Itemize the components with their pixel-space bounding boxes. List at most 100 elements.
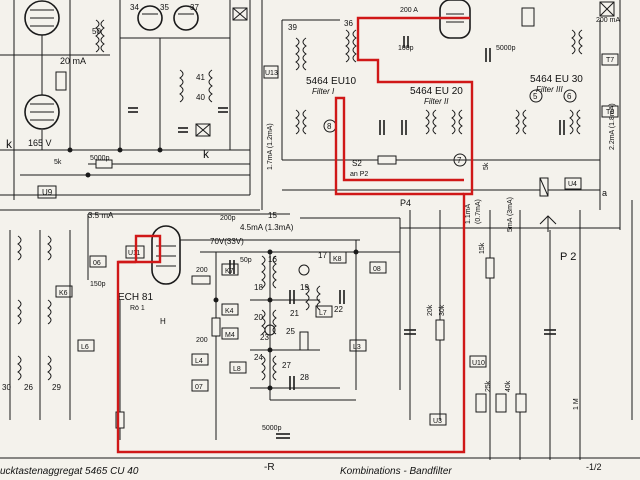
num-23: 23 <box>260 333 269 342</box>
cap-5000p-top: 5000p <box>90 155 110 162</box>
label-k7: K7 <box>225 268 234 275</box>
cap-50p: 50p <box>240 257 252 264</box>
label-07: 07 <box>195 384 203 391</box>
footer: ucktastenaggregat 5465 CU 40 Kombination… <box>0 457 640 477</box>
label-06: 06 <box>93 260 101 267</box>
label-l8: L8 <box>233 366 241 373</box>
res-20k: 20k <box>427 304 434 316</box>
pushbutton-section: K6 L6 26 29 30 150p <box>2 230 125 440</box>
label-07ma: (0.7mA) <box>475 199 482 224</box>
label-u13: U13 <box>265 70 278 77</box>
label-h: H <box>160 317 166 326</box>
label-ech81: ECH 81 <box>118 292 153 303</box>
label-minus-half: -1/2 <box>586 462 602 472</box>
label-l7: L7 <box>319 310 327 317</box>
label-u11: U11 <box>128 250 140 257</box>
num-24: 24 <box>254 353 263 362</box>
cap-5000p-right: 5000p <box>496 45 516 52</box>
label-200-a: 200 <box>196 267 208 274</box>
num-26: 26 <box>24 383 33 392</box>
res-5k-right: 5k <box>483 162 490 170</box>
label-k8: K8 <box>333 256 342 263</box>
num-5: 5 <box>533 92 538 101</box>
label-r: -R <box>264 462 275 473</box>
filter2-name: Filter II <box>424 97 449 106</box>
num-36: 36 <box>344 19 353 28</box>
num-40: 40 <box>196 93 205 102</box>
label-45ma: 4.5mA (1.3mA) <box>240 223 294 232</box>
num-30: 30 <box>2 383 11 392</box>
top-left-section: 50 34 35 37 41 40 20 mA 165 V k k 5000p … <box>0 0 251 200</box>
label-s2: S2 <box>352 159 362 168</box>
num-15: 15 <box>268 211 277 220</box>
tube-ech81 <box>151 225 181 285</box>
num-25: 25 <box>286 327 295 336</box>
num-39: 39 <box>288 23 297 32</box>
label-l3: L3 <box>353 344 361 351</box>
res-1m: 1 M <box>573 398 580 410</box>
res-25k: 25k <box>485 380 492 392</box>
footer-left-label: ucktastenaggregat 5465 CU 40 <box>0 466 139 477</box>
label-m4: M4 <box>225 332 235 339</box>
label-t7: T7 <box>606 57 614 64</box>
num-50: 50 <box>92 27 101 36</box>
label-u4: U4 <box>568 181 577 188</box>
res-30k: 30k <box>439 304 446 316</box>
label-200ma: 200 mA <box>596 17 620 24</box>
filter2-code: 5464 EU 20 <box>410 86 463 97</box>
num-20: 20 <box>254 313 263 322</box>
label-u3: U3 <box>433 418 442 425</box>
num-17: 17 <box>318 251 327 260</box>
label-u10: U10 <box>472 360 485 367</box>
num-29: 29 <box>52 383 61 392</box>
filter-section: U13 54 <box>261 0 621 232</box>
filter3-code: 5464 EU 30 <box>530 74 583 85</box>
num-41: 41 <box>196 73 205 82</box>
num-8: 8 <box>327 122 332 131</box>
label-08: 08 <box>373 266 381 273</box>
label-s2-sub: an P2 <box>350 171 368 178</box>
label-k6: K6 <box>59 290 68 297</box>
label-k4: K4 <box>225 308 234 315</box>
label-k: k <box>6 137 13 151</box>
label-200-b: 200 <box>196 337 208 344</box>
label-ro1: Rö 1 <box>130 305 145 312</box>
label-20ma: 20 mA <box>60 56 86 66</box>
filter3-name: Filter III <box>536 85 563 94</box>
label-70v: 70V(33V) <box>210 237 244 246</box>
num-34: 34 <box>130 3 139 12</box>
filter1-code: 5464 EU10 <box>306 76 356 87</box>
label-l6: L6 <box>81 344 89 351</box>
footer-right-label: Kombinations - Bandfilter <box>340 466 452 477</box>
label-5ma: 5mA (3mA) <box>507 197 514 232</box>
cap-5000p-mid: 5000p <box>262 425 282 432</box>
num-37: 37 <box>190 3 199 12</box>
filter1-name: Filter I <box>312 87 335 96</box>
label-l4: L4 <box>195 358 203 365</box>
right-lower-section: U10 U3 P 2 20k 30k 15k 25k 40k 1 M -1/2 <box>400 200 633 472</box>
num-7: 7 <box>457 156 462 165</box>
highlighted-signal-path <box>116 16 474 454</box>
mixer-section: ECH 81 Rö 1 H 3.5 mA 4.5mA (1.3mA) 70V(3… <box>0 209 401 473</box>
num-6: 6 <box>567 92 572 101</box>
cap-100p: 100p <box>398 45 414 52</box>
res-40k: 40k <box>505 380 512 392</box>
cap-150p: 150p <box>90 281 106 288</box>
label-k2: k <box>203 147 210 161</box>
label-17ma: 1.7mA (1.2mA) <box>267 123 274 170</box>
num-19: 19 <box>300 283 309 292</box>
label-22ma: 2.2mA (1.8mA) <box>609 103 616 150</box>
cap-200p: 200p <box>220 215 236 222</box>
label-200a: 200 A <box>400 7 418 14</box>
num-35: 35 <box>160 3 169 12</box>
num-22: 22 <box>334 305 343 314</box>
label-165v: 165 V <box>28 138 52 148</box>
label-p4: P4 <box>400 198 411 208</box>
num-16: 16 <box>268 255 277 264</box>
num-28: 28 <box>300 373 309 382</box>
num-18: 18 <box>254 283 263 292</box>
label-35ma: 3.5 mA <box>88 211 114 220</box>
res-5k-top: 5k <box>54 159 62 166</box>
label-11ma: 1.1mA <box>465 203 472 224</box>
